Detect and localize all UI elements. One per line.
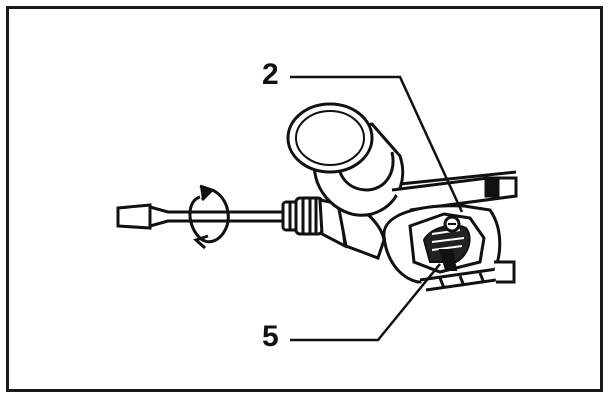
auxiliary-handle-icon — [286, 102, 405, 217]
callout-5-leader — [290, 263, 441, 342]
locking-lever-icon — [422, 215, 471, 271]
callout-2-leader — [290, 75, 464, 213]
rotation-arrow-icon — [188, 184, 230, 250]
screwdriver-icon — [116, 200, 303, 232]
callout-2-label: 2 — [262, 58, 279, 91]
callout-5-label: 5 — [262, 320, 279, 353]
